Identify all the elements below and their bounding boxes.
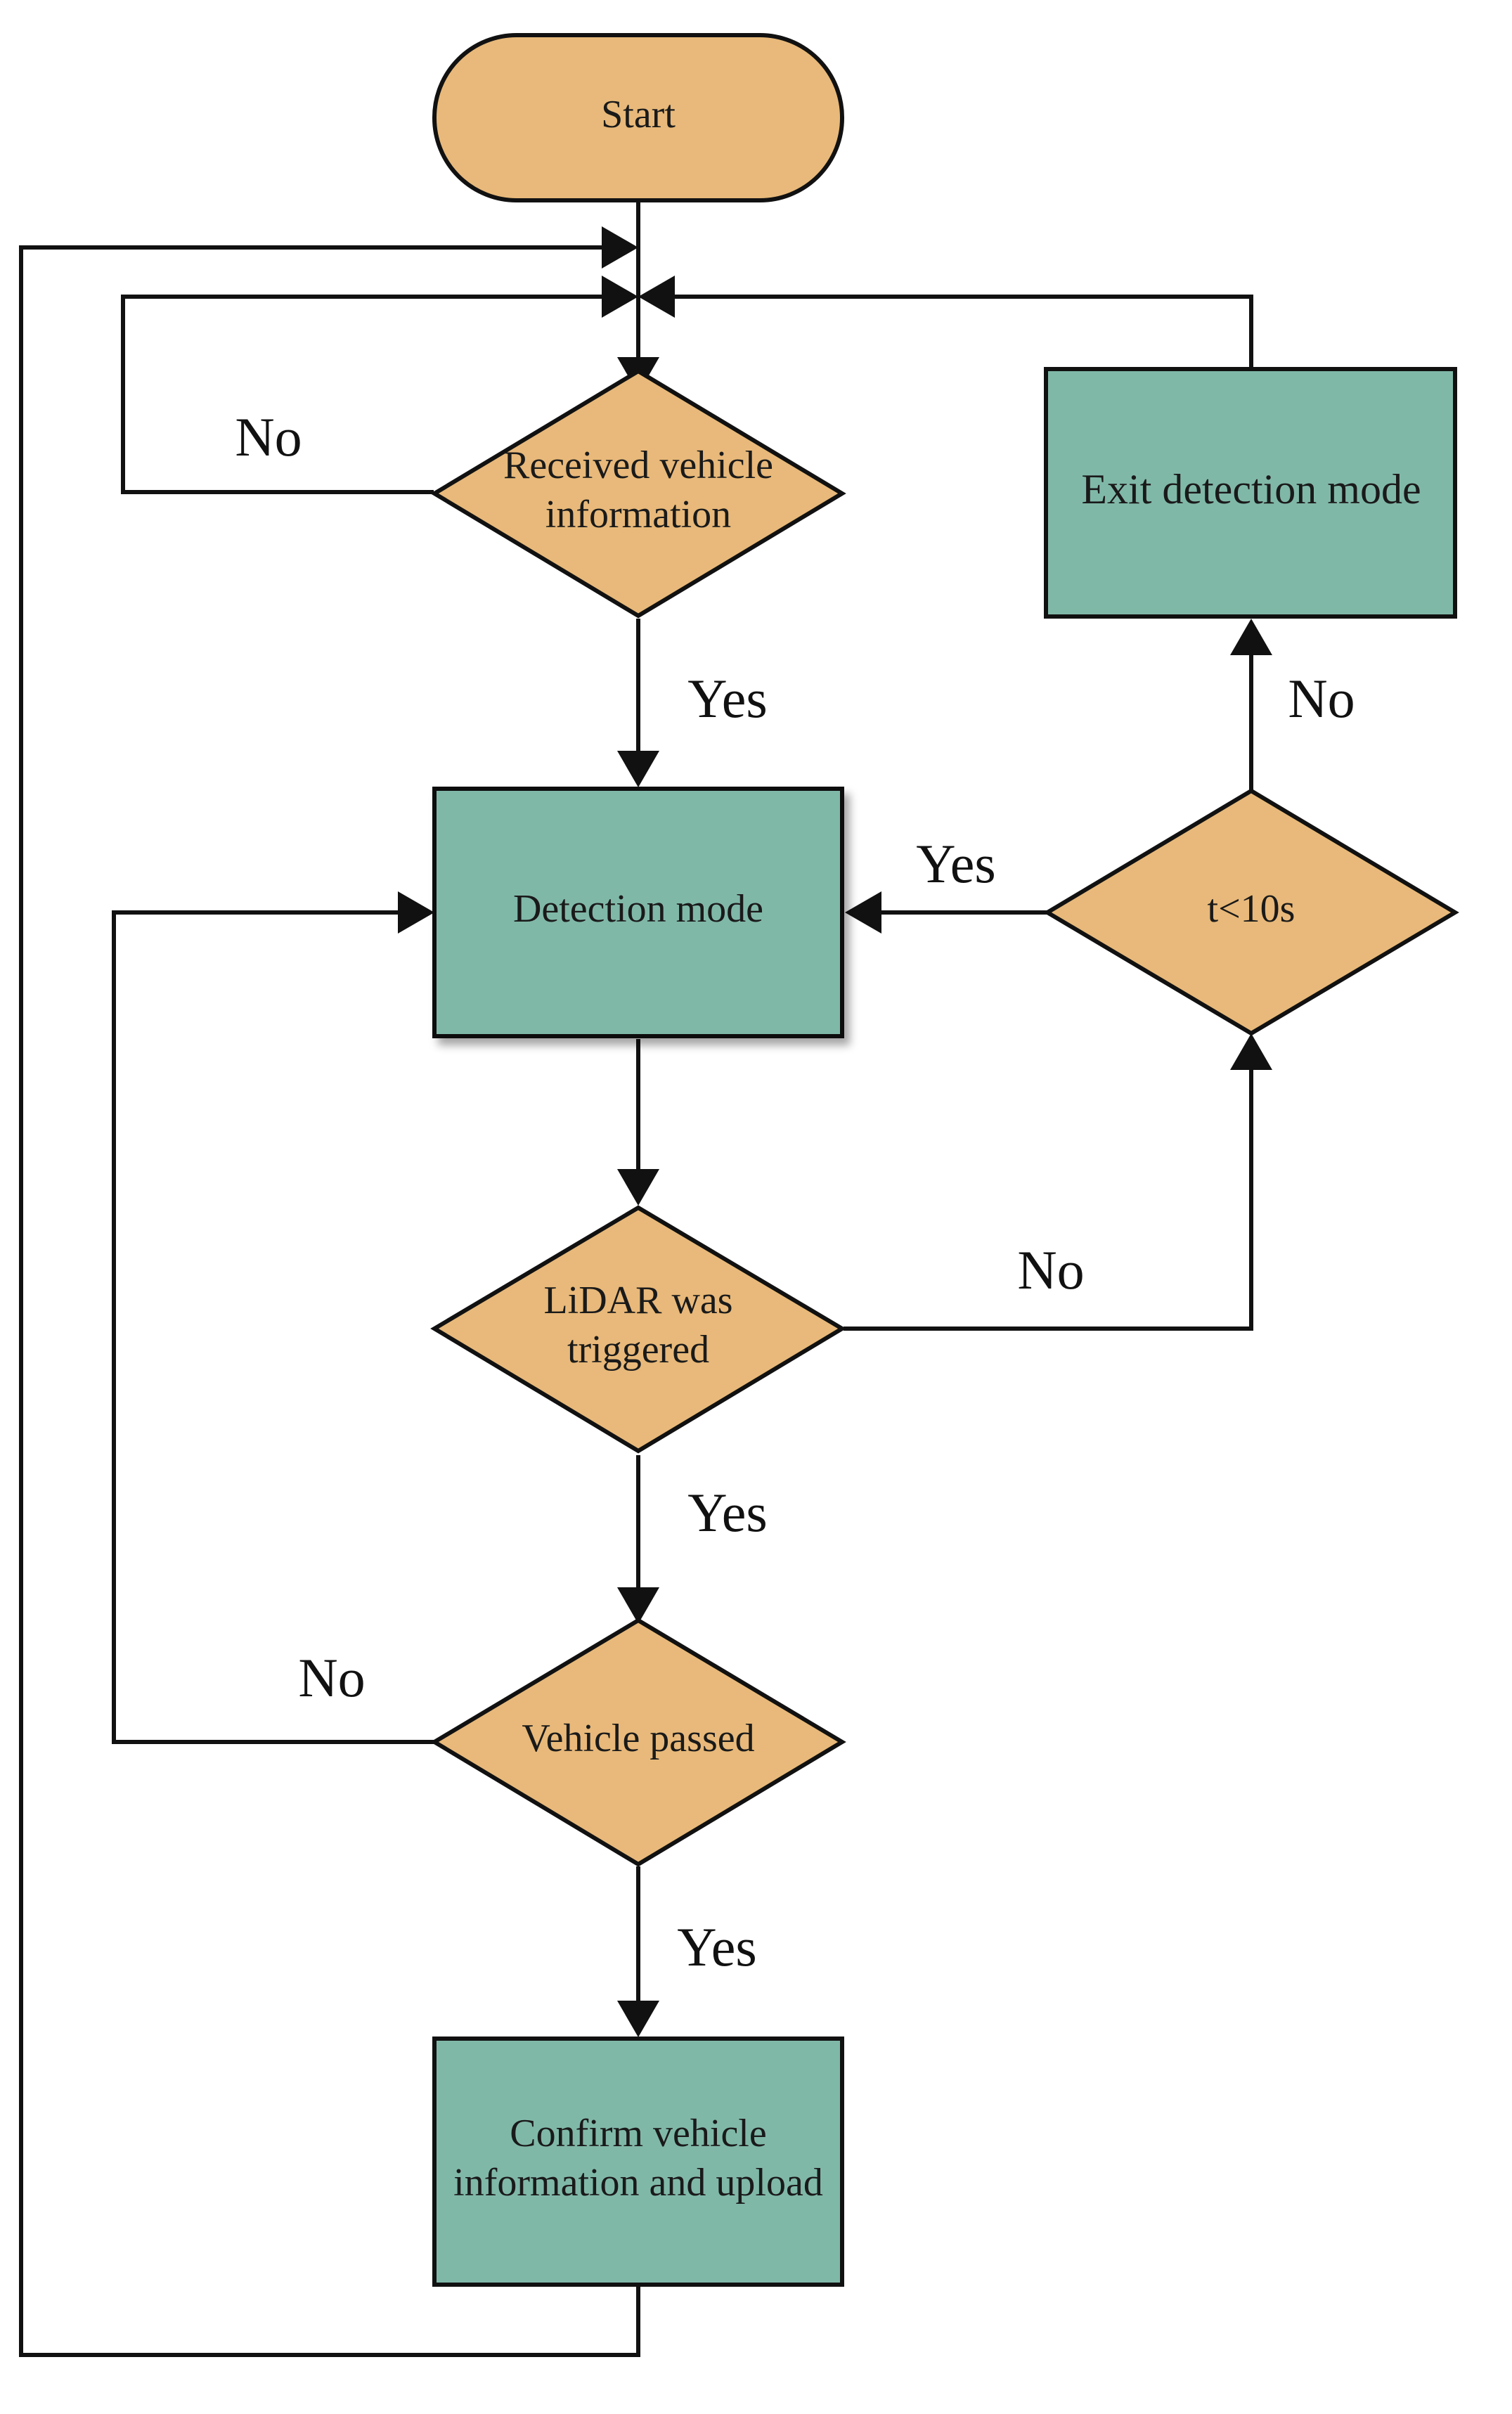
confirm-label-line1: Confirm vehicle: [510, 2112, 766, 2155]
arrowhead-into-confirm: [617, 2001, 659, 2037]
confirm-upload-process: [432, 2037, 844, 2287]
line-received-no-loop: [121, 295, 610, 494]
lidar-decision: [430, 1205, 846, 1454]
line-exit-loop: [666, 295, 1253, 369]
arrowhead-into-exit: [1230, 619, 1272, 655]
detection-mode-label: Detection mode: [513, 887, 763, 931]
received-no-label: No: [235, 406, 302, 467]
timer-decision: [1043, 788, 1459, 1036]
start-terminator: [432, 33, 844, 202]
timer-label: t<10s: [1208, 887, 1295, 931]
received-label-line1: Received vehicle: [503, 444, 773, 487]
vehicle-passed-label: Vehicle passed: [522, 1717, 754, 1760]
timer-yes-label: Yes: [916, 833, 996, 894]
timer-no-label: No: [1288, 668, 1355, 729]
confirm-label-line2: information and upload: [453, 2161, 823, 2205]
received-yes-label: Yes: [687, 668, 768, 729]
connector-lines: [19, 200, 1253, 2357]
lidar-no-label: No: [1017, 1239, 1084, 1300]
arrowhead-timer-yes: [845, 891, 881, 934]
start-label: Start: [601, 93, 676, 136]
arrowhead-into-lidar: [617, 1169, 659, 1206]
arrowhead-passed-no: [398, 891, 434, 934]
arrowhead-into-detection: [617, 751, 659, 787]
arrowhead-into-timer: [1230, 1033, 1272, 1070]
exit-detection-label: Exit detection mode: [1081, 466, 1421, 512]
received-decision: [430, 368, 846, 619]
arrowheads: [398, 226, 1272, 2037]
received-label-line2: information: [545, 493, 731, 536]
line-passed-no-loop: [112, 910, 434, 1744]
line-lidar-no: [844, 1061, 1253, 1331]
arrowhead-received-no-merge: [602, 276, 638, 318]
passed-yes-label: Yes: [677, 1916, 757, 1977]
arrowhead-into-passed: [617, 1587, 659, 1624]
lidar-label-line2: triggered: [567, 1328, 709, 1371]
arrowhead-confirm-loop-merge: [602, 226, 638, 269]
arrowhead-exit-merge: [638, 276, 675, 318]
vehicle-passed-decision: [430, 1618, 846, 1867]
lidar-label-line1: LiDAR was: [543, 1279, 732, 1322]
detection-mode-process: [432, 787, 844, 1038]
exit-detection-process: [1044, 367, 1457, 619]
line-confirm-loop: [19, 245, 640, 2357]
passed-no-label: No: [298, 1647, 365, 1708]
lidar-yes-label: Yes: [687, 1482, 768, 1543]
